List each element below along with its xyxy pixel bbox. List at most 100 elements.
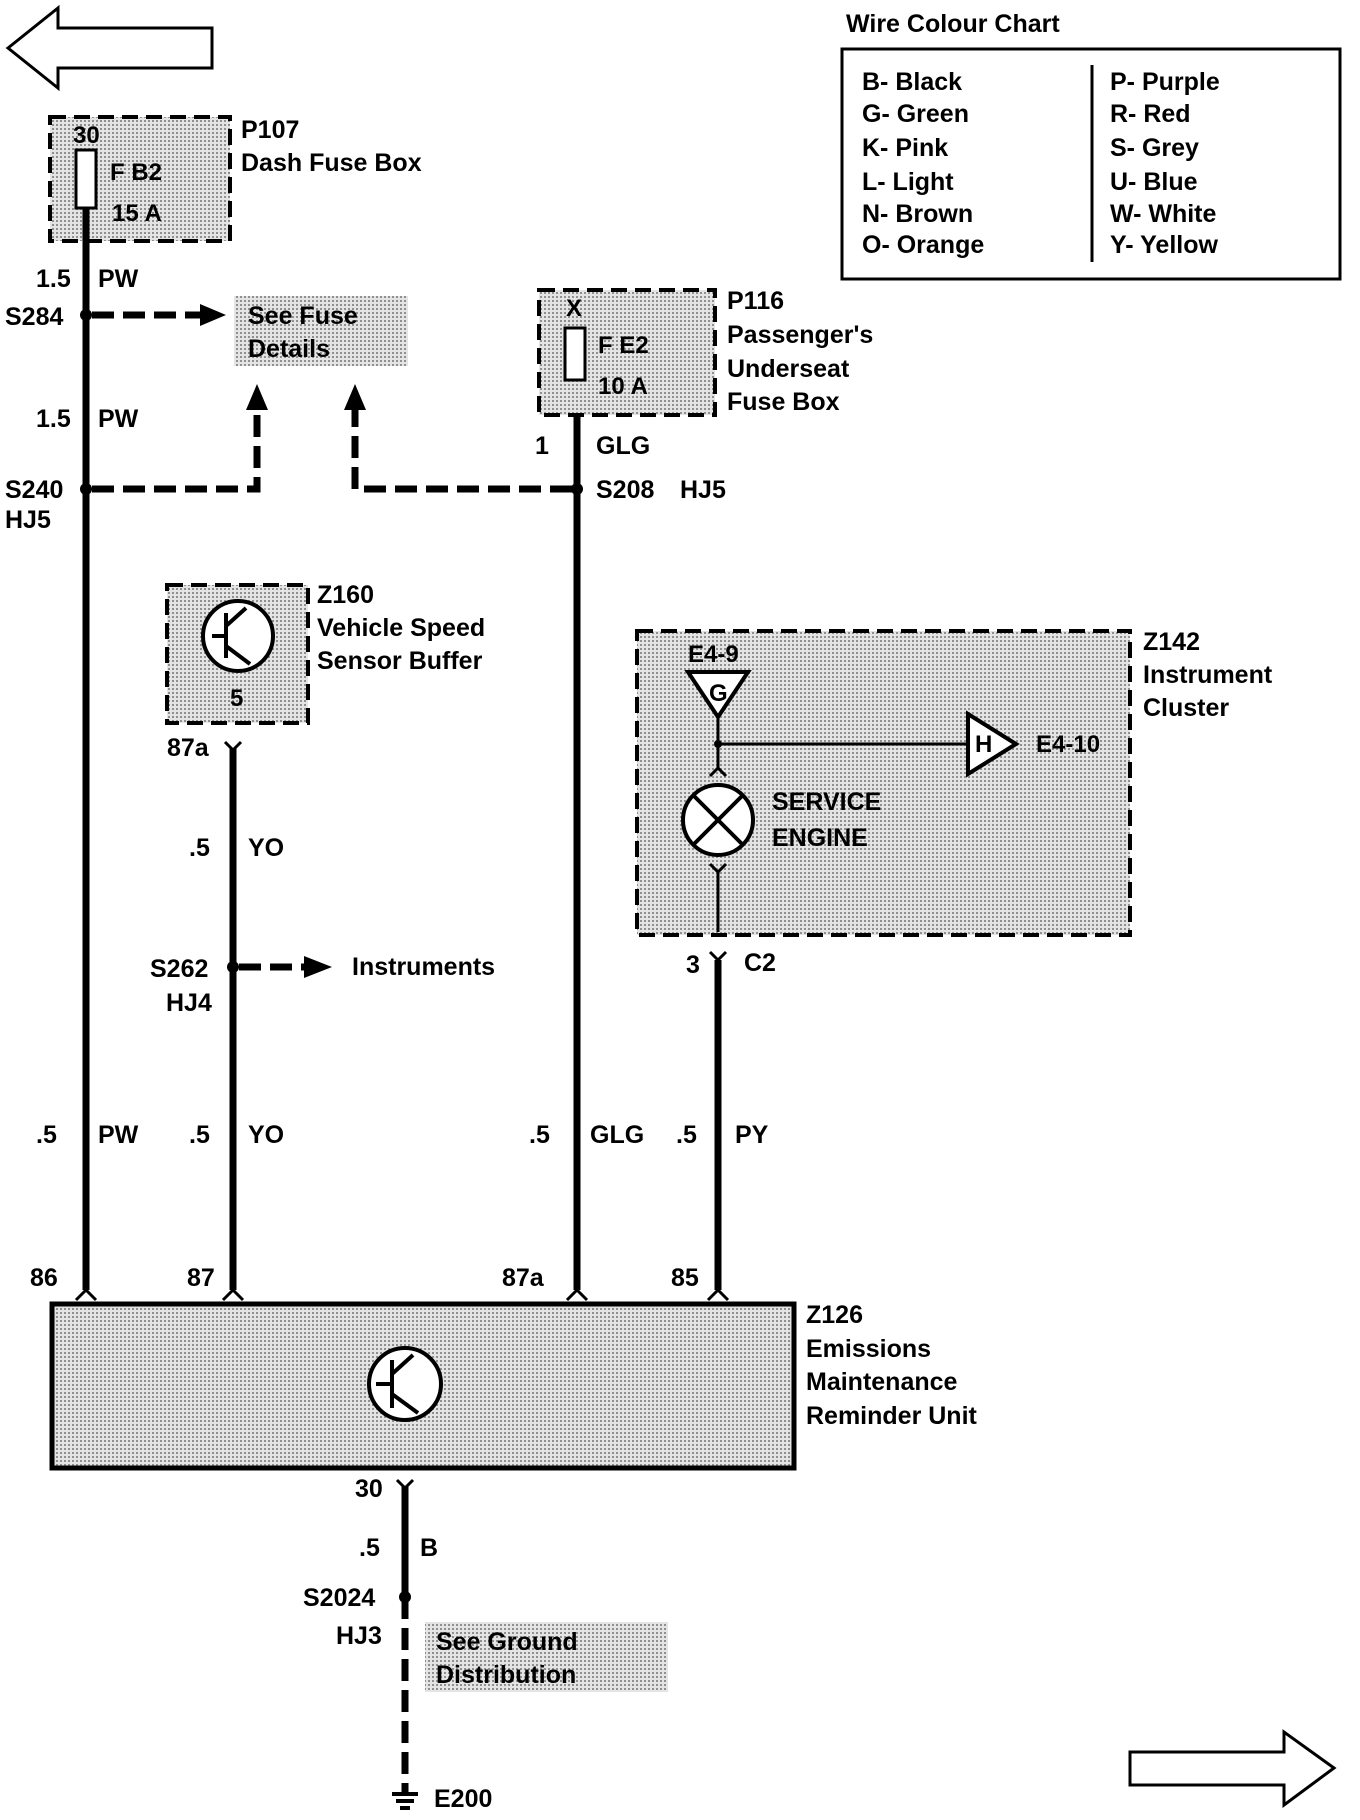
z160-internal-pin: 5 <box>230 685 243 712</box>
p116-pin: 1 <box>535 432 549 460</box>
see-ground-distribution-ref[interactable]: See Ground Distribution <box>425 1622 668 1692</box>
fuse-icon <box>563 326 587 382</box>
arrow-right-icon <box>304 956 332 978</box>
wire-color: GLG <box>590 1121 644 1149</box>
wire-size: .5 <box>359 1534 380 1562</box>
z142-pin-out: 3 <box>686 951 700 979</box>
wire-color: YO <box>248 1121 284 1149</box>
transistor-icon <box>367 1346 443 1422</box>
splice-dot-s240 <box>80 483 92 495</box>
dash-fuse-box-p107: 30 F B2 15 A P107 Dash Fuse Box <box>48 115 422 243</box>
wire-size: .5 <box>676 1121 697 1149</box>
splice-s240: S240 <box>5 476 63 504</box>
previous-page-arrow-icon[interactable] <box>5 4 214 92</box>
p116-id: P116 <box>727 287 784 315</box>
splice-dot-s208 <box>571 483 583 495</box>
colour-chart-right-1: P- Purple <box>1110 68 1220 96</box>
splice-s208-harness: HJ5 <box>680 476 726 504</box>
p107-id: P107 <box>241 116 299 144</box>
z126-name-line2: Maintenance <box>806 1368 958 1396</box>
fuse-ref-line1: See Fuse <box>248 302 358 330</box>
z126-pin-86: 86 <box>30 1264 58 1292</box>
service-engine-lamp-icon <box>681 783 755 857</box>
fuse-ref-line2: Details <box>248 335 330 363</box>
z142-pin-h-label: E4-10 <box>1036 731 1100 758</box>
wire-size: .5 <box>36 1121 57 1149</box>
z160-id: Z160 <box>317 581 374 609</box>
s240-dashed-link <box>92 410 261 493</box>
output-h-triangle-icon: H <box>966 710 1020 778</box>
splice-s284: S284 <box>5 303 63 331</box>
splice-dot-s262 <box>227 961 239 973</box>
ground-ref-line2: Distribution <box>436 1661 576 1689</box>
emissions-maintenance-reminder-unit-z126: Z126 Emissions Maintenance Reminder Unit <box>49 1301 978 1471</box>
fuse-icon <box>74 148 98 210</box>
vehicle-speed-sensor-buffer-z160: 5 Z160 Vehicle Speed Sensor Buffer 87a <box>165 581 485 762</box>
wire-color: PW <box>98 265 139 293</box>
p116-fuse: F E2 <box>598 332 649 359</box>
connector-mark <box>708 765 728 778</box>
z142-h-label: H <box>975 731 992 758</box>
ground-ref-line1: See Ground <box>436 1628 578 1656</box>
wire-size: .5 <box>529 1121 550 1149</box>
splice-s2024-harness: HJ3 <box>336 1622 382 1650</box>
ground-e200: E200 <box>434 1785 492 1813</box>
lamp-label-line2: ENGINE <box>772 824 868 852</box>
connector-mark <box>223 740 243 753</box>
z126-pin-87a: 87a <box>502 1264 545 1292</box>
z142-g-label: G <box>709 680 728 707</box>
colour-chart-right-4: U- Blue <box>1110 168 1198 196</box>
z142-pin-g-label: E4-9 <box>688 641 739 668</box>
transistor-icon <box>201 599 275 673</box>
instruments-ref[interactable]: Instruments <box>352 953 495 981</box>
wire-color: B <box>420 1534 438 1562</box>
colour-chart-left-6: O- Orange <box>862 231 984 259</box>
arrow-up-icon <box>246 384 268 410</box>
colour-chart-right-5: W- White <box>1110 200 1217 228</box>
arrow-up-icon <box>344 384 366 410</box>
connector-mark <box>708 950 728 963</box>
colour-chart-left-2: G- Green <box>862 100 969 128</box>
z126-name-line1: Emissions <box>806 1335 931 1363</box>
colour-chart-right-3: S- Grey <box>1110 134 1199 162</box>
yo-wire: .5 YO S262 HJ4 .5 YO <box>150 740 284 1290</box>
wire-color: PW <box>98 405 139 433</box>
instrument-cluster-z142: E4-9 G H E4-10 SERVICE ENGINE Z142 Instr… <box>635 628 1273 979</box>
splice-s208: S208 <box>596 476 654 504</box>
colour-chart-left-1: B- Black <box>862 68 962 96</box>
py-wire: .5 PY <box>676 950 769 1290</box>
colour-chart-left-3: K- Pink <box>862 134 948 162</box>
ground-symbol-icon <box>392 1792 418 1810</box>
wire-size: 1.5 <box>36 265 71 293</box>
splice-dot-s284 <box>80 309 92 321</box>
wire-color: PW <box>98 1121 139 1149</box>
z160-pin-out: 87a <box>167 734 210 762</box>
underseat-fuse-box-p116: X F E2 10 A P116 Passenger's Underseat F… <box>535 287 873 460</box>
p116-name-line3: Fuse Box <box>727 388 840 416</box>
colour-chart-left-5: N- Brown <box>862 200 973 228</box>
next-page-arrow-icon[interactable] <box>1128 1729 1337 1808</box>
colour-chart-right-6: Y- Yellow <box>1110 231 1218 259</box>
lamp-label-line1: SERVICE <box>772 788 881 816</box>
p107-terminal: 30 <box>73 122 100 149</box>
ground-wire: 30 .5 B S2024 HJ3 E200 <box>303 1475 492 1813</box>
p107-name: Dash Fuse Box <box>241 149 422 177</box>
z142-id: Z142 <box>1143 628 1200 656</box>
p116-wire-color: GLG <box>596 432 650 460</box>
see-fuse-details-ref[interactable]: See Fuse Details <box>234 296 408 366</box>
z126-pin-30: 30 <box>355 1475 383 1503</box>
wire-size: .5 <box>189 1121 210 1149</box>
z142-connector: C2 <box>744 949 776 977</box>
wire-size: 1.5 <box>36 405 71 433</box>
z142-name-line1: Instrument <box>1143 661 1273 689</box>
p116-name-line2: Underseat <box>727 355 850 383</box>
splice-s2024: S2024 <box>303 1584 375 1612</box>
input-g-triangle-icon: G <box>684 670 752 721</box>
z126-pin-85: 85 <box>671 1264 699 1292</box>
colour-chart-left-4: L- Light <box>862 168 954 196</box>
splice-dot-s2024 <box>399 1591 411 1603</box>
wire-color: YO <box>248 834 284 862</box>
z126-name-line3: Reminder Unit <box>806 1402 978 1430</box>
z160-name-line2: Sensor Buffer <box>317 647 483 675</box>
arrow-right-icon <box>200 304 226 326</box>
